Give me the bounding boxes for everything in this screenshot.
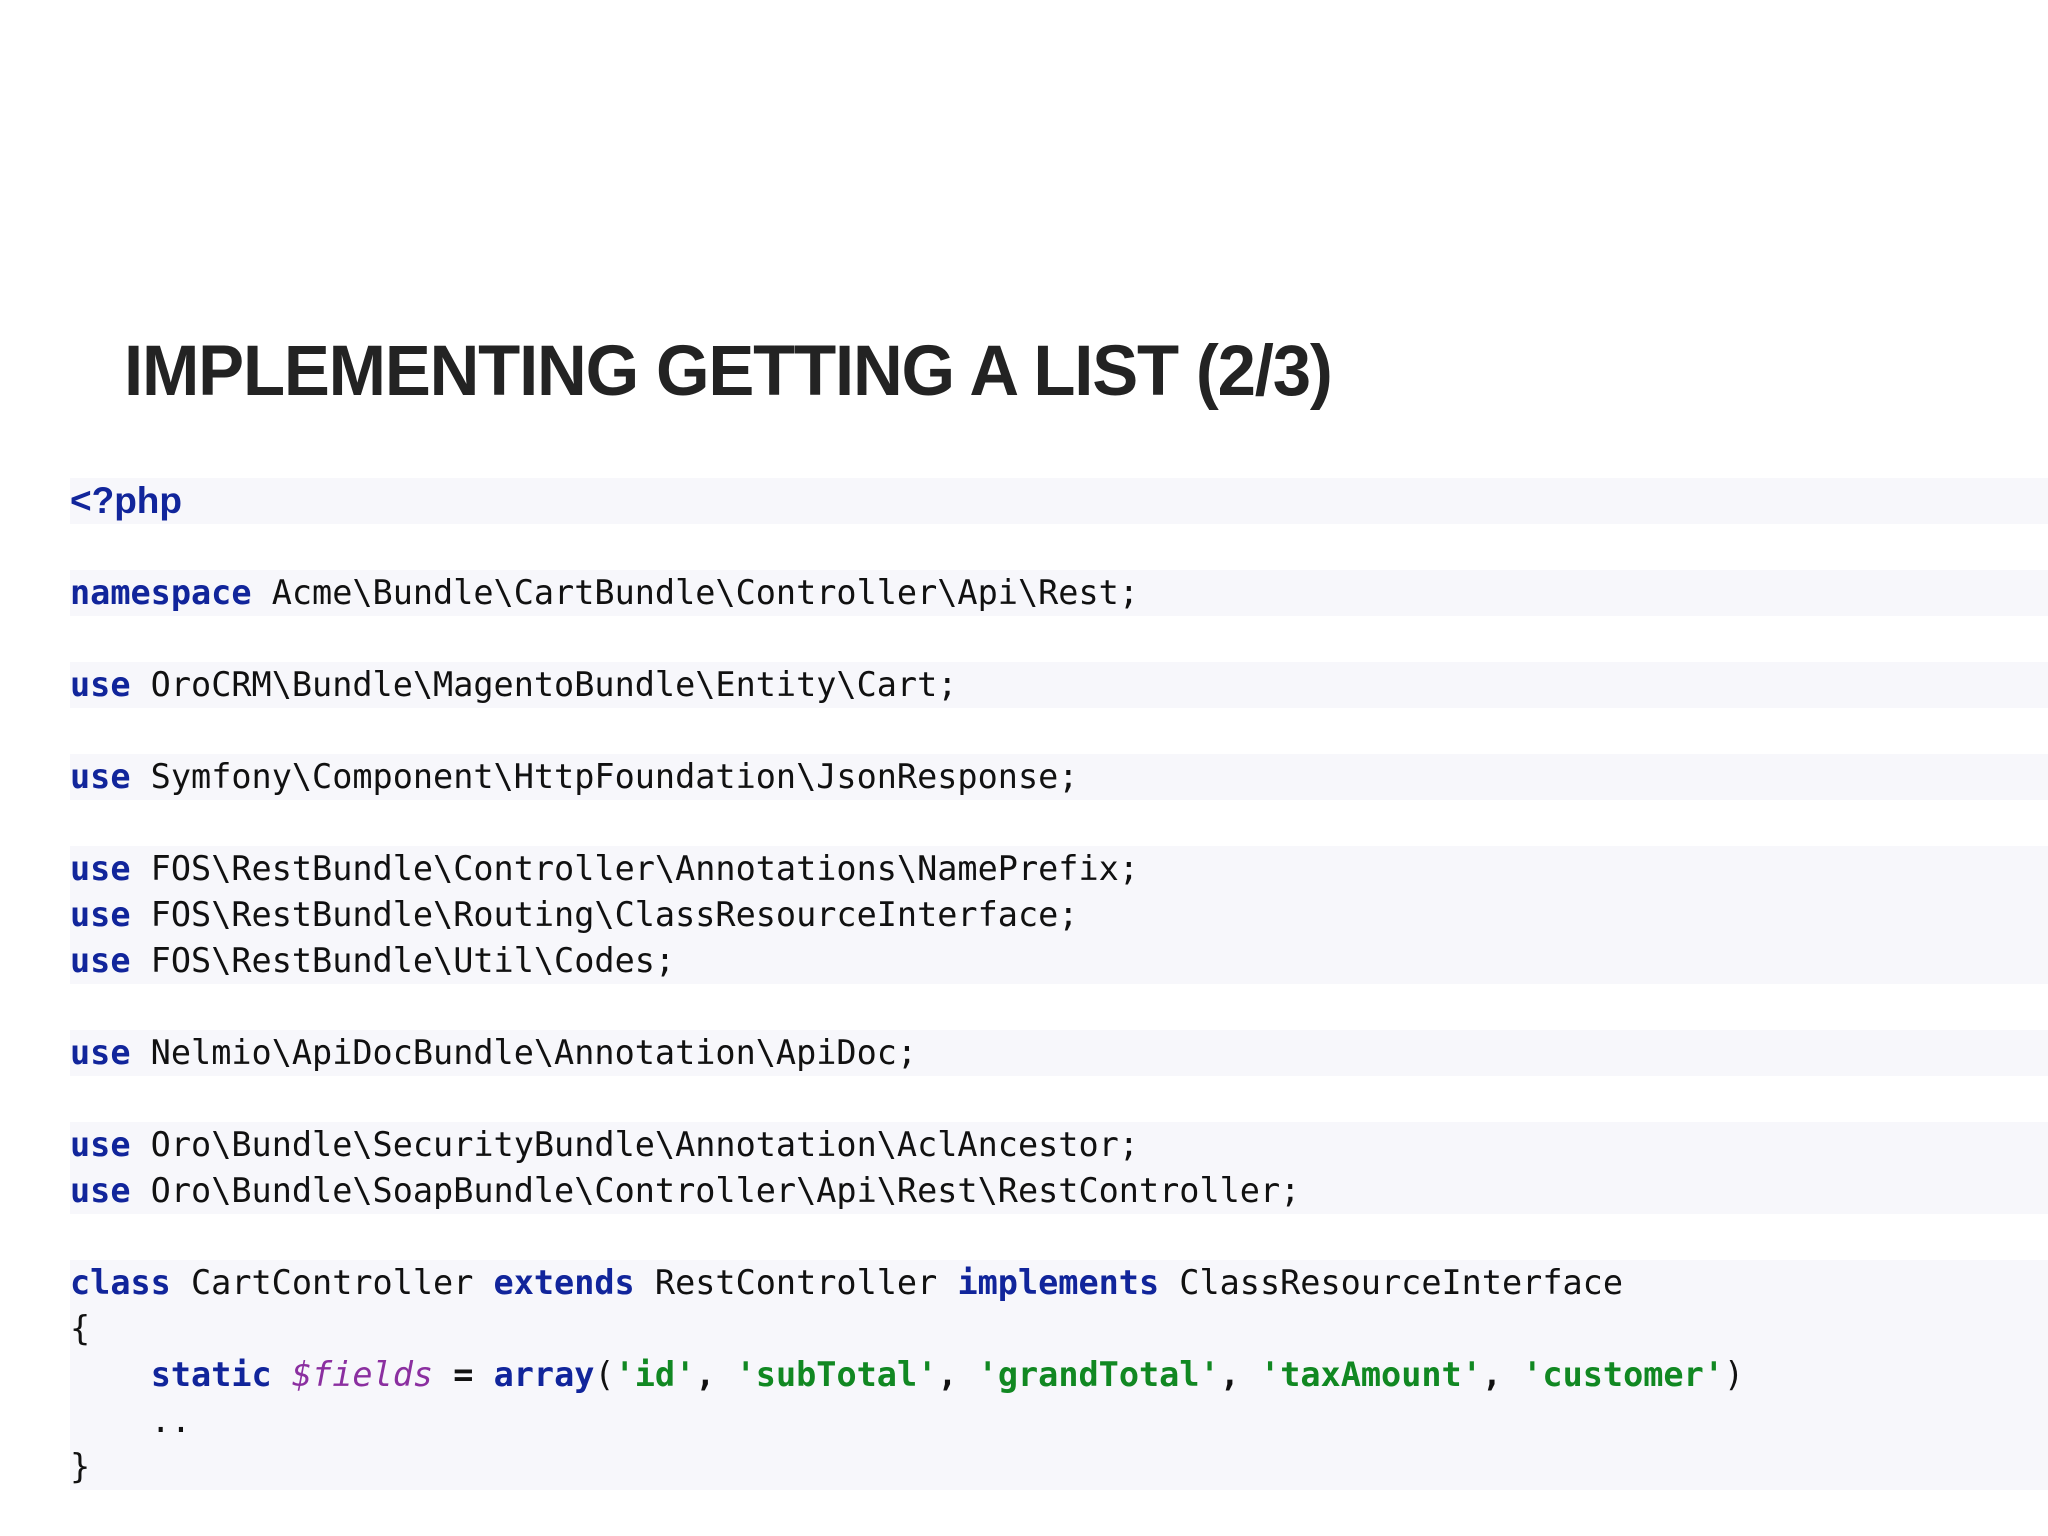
code-line-use-apidoc: use Nelmio\ApiDocBundle\Annotation\ApiDo… [70,1030,2048,1076]
code-line-use-restcontroller: use Oro\Bundle\SoapBundle\Controller\Api… [70,1168,2048,1214]
page-title: Implementing getting a list (2/3) [124,331,1333,411]
code-token: 'grandTotal' [977,1355,1220,1394]
code-token: $fields [291,1355,434,1394]
code-token: OroCRM\Bundle\MagentoBundle\Entity\Cart; [130,665,958,704]
code-token: 'taxAmount' [1260,1355,1482,1394]
code-token: use [70,1171,131,1210]
code-token: FOS\RestBundle\Routing\ClassResourceInte… [130,895,1079,934]
code-line-blank-7 [70,1214,2048,1260]
code-token [433,1355,453,1394]
code-token: ( [594,1355,615,1394]
code-token: 'id' [614,1355,696,1394]
code-token: Oro\Bundle\SoapBundle\Controller\Api\Res… [130,1171,1301,1210]
code-token [70,1355,151,1394]
code-token: } [70,1447,91,1486]
code-line-php-open: <?php [70,478,2048,524]
code-token: implements [957,1263,1160,1302]
code-token: use [70,665,131,704]
code-token [272,1355,292,1394]
code-line-static-fields: static $fields = array('id', 'subTotal',… [70,1352,2048,1398]
code-token: use [70,895,131,934]
code-token: use [70,941,131,980]
code-line-blank-3 [70,708,2048,754]
code-token: <?php [70,480,183,521]
code-line-class-decl: class CartController extends RestControl… [70,1260,2048,1306]
code-token: 'customer' [1522,1355,1724,1394]
code-token: use [70,1033,131,1072]
code-block: <?php namespace Acme\Bundle\CartBundle\C… [70,478,2048,1490]
code-token: 'subTotal' [735,1355,938,1394]
code-token: , [1481,1355,1523,1394]
code-token: Oro\Bundle\SecurityBundle\Annotation\Acl… [130,1125,1139,1164]
code-token: , [695,1355,736,1394]
code-line-brace-open: { [70,1306,2048,1352]
code-token: , [1219,1355,1261,1394]
code-token: use [70,1125,131,1164]
code-token: CartController [170,1263,494,1302]
code-line-use-cart: use OroCRM\Bundle\MagentoBundle\Entity\C… [70,662,2048,708]
code-line-blank-6 [70,1076,2048,1122]
code-token: Acme\Bundle\CartBundle\Controller\Api\Re… [251,573,1139,612]
code-line-blank-5 [70,984,2048,1030]
code-line-use-nameprefix: use FOS\RestBundle\Controller\Annotation… [70,846,2048,892]
code-token: use [70,849,131,888]
code-token: Symfony\Component\HttpFoundation\JsonRes… [130,757,1079,796]
code-line-brace-close: } [70,1444,2048,1490]
code-line-use-classresourceinterface: use FOS\RestBundle\Routing\ClassResource… [70,892,2048,938]
code-token: static [150,1355,272,1394]
code-line-blank-2 [70,616,2048,662]
code-token: FOS\RestBundle\Controller\Annotations\Na… [130,849,1139,888]
code-token: , [937,1355,978,1394]
code-token: Nelmio\ApiDocBundle\Annotation\ApiDoc; [130,1033,918,1072]
code-token: ClassResourceInterface [1159,1263,1624,1302]
code-token: FOS\RestBundle\Util\Codes; [130,941,676,980]
code-line-ellipsis: .. [70,1398,2048,1444]
code-token: { [70,1309,91,1348]
code-token: use [70,757,131,796]
code-token: RestController [634,1263,958,1302]
code-token: namespace [70,573,252,612]
code-token: class [70,1263,171,1302]
code-line-use-codes: use FOS\RestBundle\Util\Codes; [70,938,2048,984]
code-line-blank-4 [70,800,2048,846]
code-line-use-aclancestor: use Oro\Bundle\SecurityBundle\Annotation… [70,1122,2048,1168]
code-token: ) [1723,1355,1745,1394]
code-token: = [453,1355,474,1394]
code-line-blank-1 [70,524,2048,570]
code-token: extends [493,1263,635,1302]
code-line-use-jsonresponse: use Symfony\Component\HttpFoundation\Jso… [70,754,2048,800]
code-token: .. [70,1401,192,1440]
code-token: array [493,1355,595,1394]
code-line-namespace: namespace Acme\Bundle\CartBundle\Control… [70,570,2048,616]
code-token [473,1355,493,1394]
